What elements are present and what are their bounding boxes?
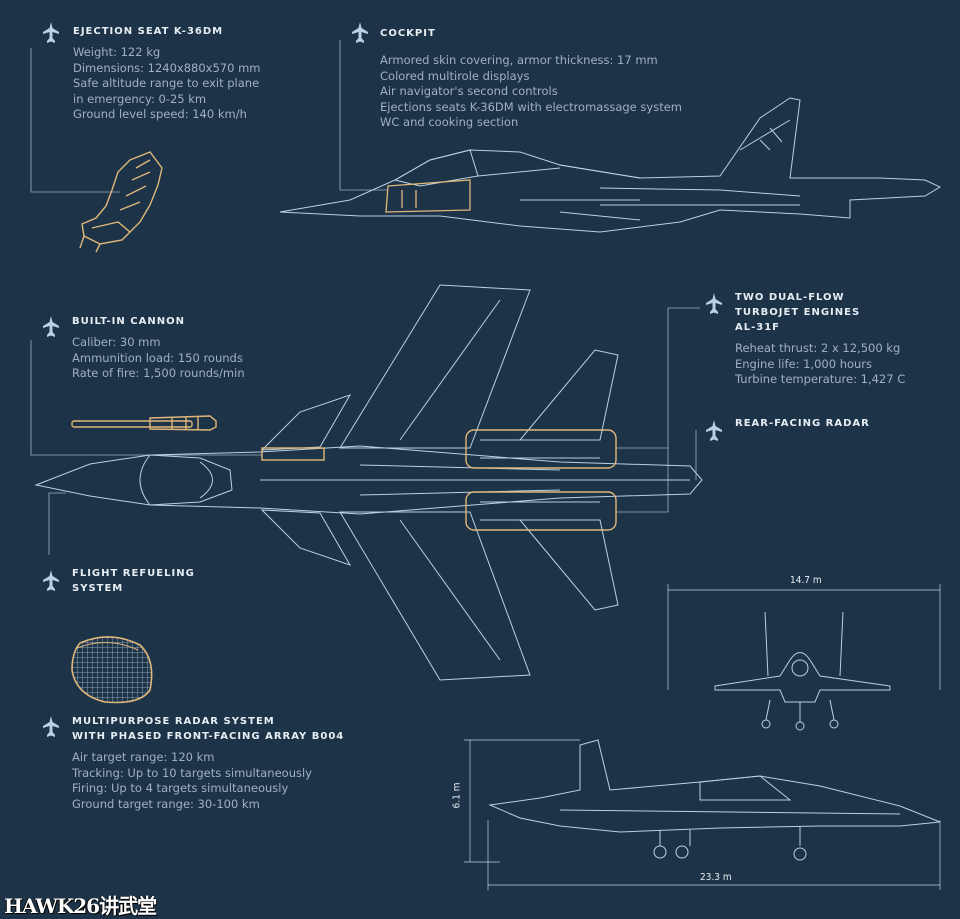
spec-line: Safe altitude range to exit plane — [73, 76, 260, 90]
spec-line: Rate of fire: 1,500 rounds/min — [72, 366, 245, 380]
cannon-drawing — [71, 415, 217, 431]
cannon-callout: BUILT-IN CANNON Caliber: 30 mm Ammunitio… — [72, 314, 245, 382]
leader-engines-lower — [616, 448, 669, 513]
spec-line: Ground target range: 30-100 km — [72, 796, 260, 811]
spec-line: Armored skin covering, armor thickness: … — [380, 53, 658, 67]
leader-cannon — [30, 340, 262, 456]
spec-line: Firing: Up to 4 targets simultaneously — [72, 781, 289, 795]
radar-title: MULTIPURPOSE RADAR SYSTEM WITH PHASED FR… — [72, 716, 345, 742]
cockpit-specs: Armored skin covering, armor thickness: … — [380, 53, 682, 131]
spec-line: Ammunition load: 150 rounds — [72, 350, 243, 365]
dimension-lines — [464, 584, 941, 890]
jet-icon — [43, 22, 59, 43]
leader-lines — [30, 40, 700, 555]
jet-icon — [43, 316, 59, 337]
spec-line: Reheat thrust: 2 x 12,500 kg — [735, 341, 901, 355]
cannon-specs: Caliber: 30 mm Ammunition load: 150 roun… — [72, 335, 245, 382]
ejection-seat-drawing — [79, 151, 163, 253]
radar-specs: Air target range: 120 km Tracking: Up to… — [72, 750, 344, 812]
leader-engines — [616, 307, 700, 449]
ejection-seat-title: EJECTION SEAT K-36DM — [73, 26, 224, 37]
front-view-aircraft — [714, 611, 891, 731]
spec-line: Turbine temperature: 1,427 C — [735, 372, 906, 386]
height-label: 6.1 m — [451, 782, 463, 809]
side-view-aircraft — [279, 97, 942, 233]
leader-ejection-seat — [30, 48, 120, 193]
engines-callout: TWO DUAL-FLOW TURBOJET ENGINES AL-31F Re… — [735, 290, 905, 388]
ejection-seat-callout: EJECTION SEAT K-36DM Weight: 122 kg Dime… — [73, 24, 261, 123]
jet-icon — [352, 22, 368, 43]
jet-icon — [706, 293, 722, 314]
spec-line: Weight: 122 kg — [73, 45, 161, 59]
engines-specs: Reheat thrust: 2 x 12,500 kg Engine life… — [735, 341, 905, 388]
watermark: HAWK26讲武堂 — [4, 894, 157, 918]
cockpit-callout: COCKPIT Armored skin covering, armor thi… — [380, 26, 682, 131]
length-label: 23.3 m — [700, 872, 732, 883]
jet-icon — [43, 570, 59, 591]
ejection-seat-specs: Weight: 122 kg Dimensions: 1240x880x570 … — [73, 45, 261, 123]
rear-radar-callout: REAR-FACING RADAR — [735, 416, 870, 431]
spec-line: Engine life: 1,000 hours — [735, 356, 873, 371]
cannon-title: BUILT-IN CANNON — [72, 316, 185, 327]
spec-line: Colored multirole displays — [380, 68, 530, 83]
spec-line: Caliber: 30 mm — [72, 335, 161, 349]
top-view-aircraft — [34, 284, 703, 681]
rear-radar-title: REAR-FACING RADAR — [735, 418, 870, 429]
lower-side-view-aircraft — [488, 739, 941, 861]
spec-line: WC and cooking section — [380, 115, 519, 129]
jet-icon — [43, 716, 59, 737]
radar-callout: MULTIPURPOSE RADAR SYSTEM WITH PHASED FR… — [72, 714, 344, 812]
cockpit-title: COCKPIT — [380, 28, 436, 39]
spec-line: Ejections seats K-36DM with electromassa… — [380, 99, 682, 114]
spec-line: in emergency: 0-25 km — [73, 91, 207, 106]
spec-line: Ground level speed: 140 km/h — [73, 107, 247, 121]
spec-line: Dimensions: 1240x880x570 mm — [73, 60, 261, 75]
radar-dish-drawing — [71, 636, 153, 704]
leader-refueling — [48, 492, 66, 555]
wingspan-label: 14.7 m — [790, 575, 822, 586]
refueling-title: FLIGHT REFUELING SYSTEM — [72, 568, 195, 594]
refueling-callout: FLIGHT REFUELING SYSTEM — [72, 566, 195, 596]
spec-line: Tracking: Up to 10 targets simultaneousl… — [72, 765, 312, 780]
spec-line: Air navigator's second controls — [380, 84, 558, 98]
spec-line: Air target range: 120 km — [72, 750, 215, 764]
engines-title: TWO DUAL-FLOW TURBOJET ENGINES AL-31F — [735, 292, 861, 333]
jet-icon — [706, 420, 722, 441]
